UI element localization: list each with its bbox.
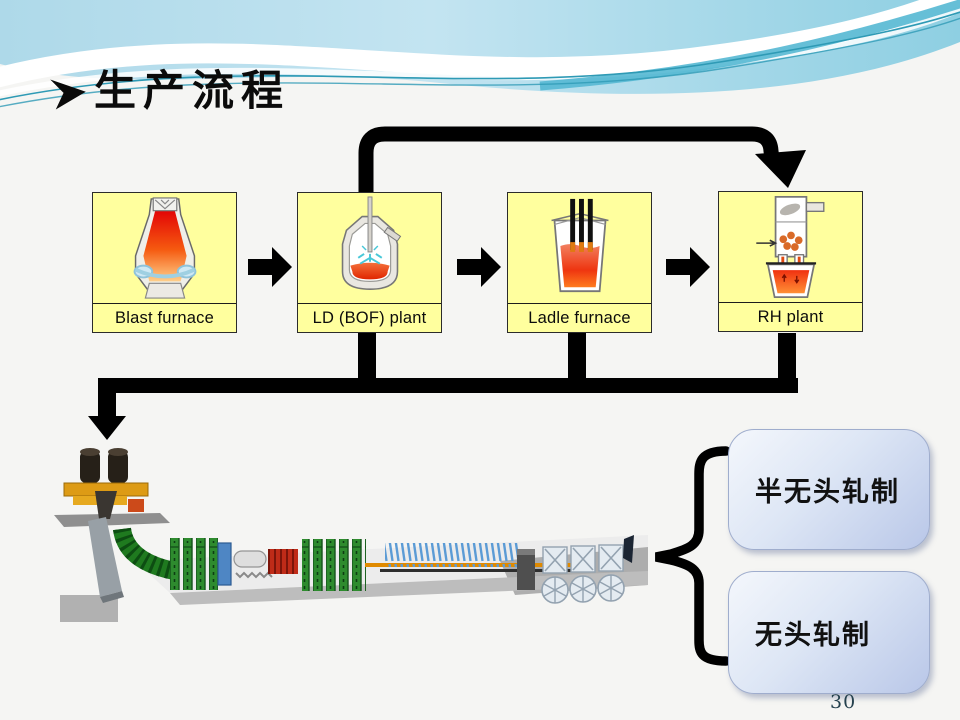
flow-arrow-2	[457, 247, 501, 287]
arrow-bullet-icon	[50, 79, 86, 110]
callout-endless-rolling: 无头轧制	[728, 571, 930, 694]
caster-tower	[54, 448, 170, 603]
flow-box-label: Ladle furnace	[508, 303, 651, 332]
callout-label: 半无头轧制	[755, 477, 900, 508]
flow-box-ladle-furnace: Ladle furnace	[507, 192, 652, 333]
flow-box-label: RH plant	[719, 302, 862, 331]
flow-box-blast-furnace: Blast furnace	[92, 192, 237, 333]
bus-connector	[88, 333, 798, 440]
mill-equipment	[113, 527, 587, 591]
blast-furnace-icon	[93, 193, 236, 303]
bof-converter-icon	[298, 193, 441, 303]
flow-box-label: Blast furnace	[93, 303, 236, 332]
ladle-furnace-icon	[508, 193, 651, 303]
flow-box-label: LD (BOF) plant	[298, 303, 441, 332]
flow-arrow-3	[666, 247, 710, 287]
title-row: 生产流程	[48, 68, 290, 114]
flow-box-ld-bof-plant: LD (BOF) plant	[297, 192, 442, 333]
recirculation-arrow	[358, 126, 806, 192]
flow-box-rh-plant: RH plant	[718, 191, 863, 332]
page-number: 30	[830, 691, 857, 713]
rh-degasser-icon	[719, 192, 862, 302]
callout-label: 无头轧制	[755, 620, 871, 651]
brace	[655, 446, 731, 666]
page-title: 生产流程	[94, 66, 291, 115]
callout-semi-endless-rolling: 半无头轧制	[728, 429, 930, 550]
flow-arrow-1	[248, 247, 292, 287]
rolling-line-image	[54, 448, 648, 622]
downcoilers	[541, 535, 634, 604]
